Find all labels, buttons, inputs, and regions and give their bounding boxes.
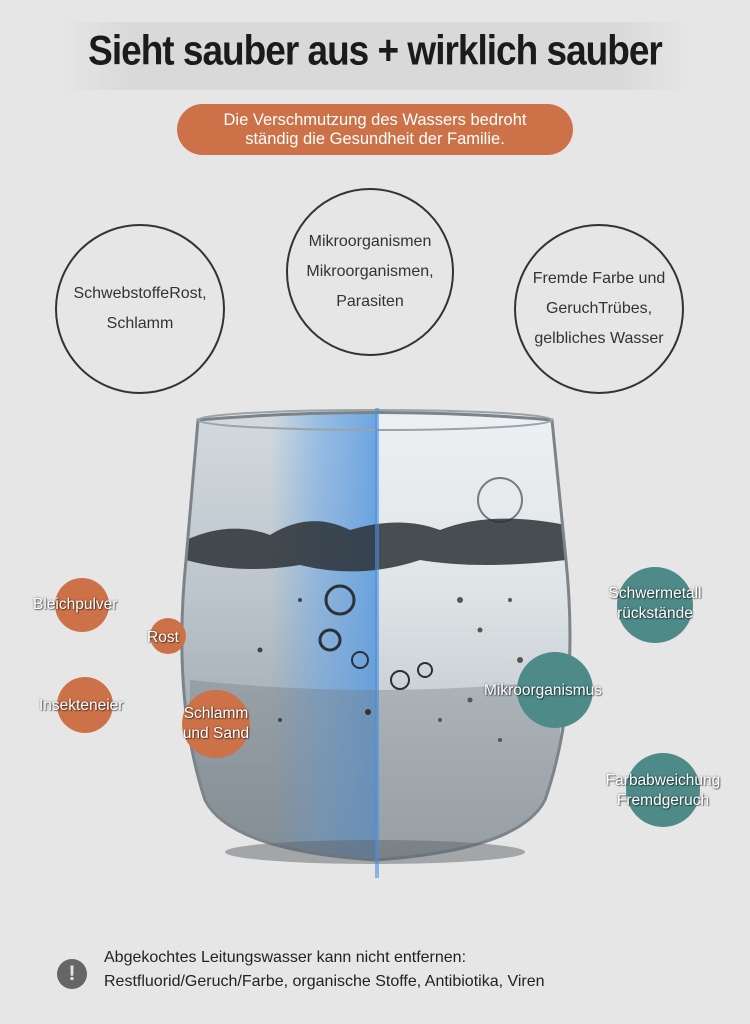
subtitle-line-1: Die Verschmutzung des Wassers bedroht [223, 110, 527, 129]
circle-text: Schlamm [106, 315, 174, 332]
dot-bleichpulver [55, 578, 109, 632]
label-schlamm-sand: Schlamm und Sand [176, 704, 256, 744]
label-text: Fremdgeruch [616, 792, 710, 809]
label-text: rückstände [617, 605, 693, 622]
circle-text: Mikroorganismen, [306, 263, 434, 280]
warning-line-1: Abgekochtes Leitungswasser kann nicht en… [104, 949, 467, 966]
exclamation-icon: ! [57, 959, 87, 989]
label-text: und Sand [182, 725, 250, 742]
label-insekteneier: Insekteneier [39, 696, 123, 716]
problem-circle-microorganisms: Mikroorganismen Mikroorganismen, Parasit… [286, 188, 454, 356]
page-title: Sieht sauber aus + wirklich sauber [88, 27, 663, 74]
circle-text: Parasiten [336, 293, 404, 310]
label-text: Insekteneier [39, 697, 124, 714]
problem-circle-color-odor: Fremde Farbe und GeruchTrübes, gelbliche… [514, 224, 684, 394]
warning-line-2: Restfluorid/Geruch/Farbe, organische Sto… [104, 973, 545, 990]
label-text: Rost [147, 629, 179, 646]
label-text: Schwermetall [608, 585, 702, 602]
subtitle-pill: Die Verschmutzung des Wassers bedroht st… [177, 104, 573, 155]
label-rost: Rost [147, 628, 179, 648]
circle-text: gelbliches Wasser [534, 330, 664, 347]
label-farbabweichung: Farbabweichung Fremdgeruch [593, 771, 733, 811]
label-bleichpulver: Bleichpulver [33, 595, 117, 615]
label-text: Bleichpulver [33, 596, 118, 613]
circle-text: GeruchTrübes, [545, 300, 653, 317]
problem-circle-sediment: SchwebstoffeRost, Schlamm [55, 224, 225, 394]
label-text: Schlamm [183, 705, 249, 722]
label-mikroorganismus: Mikroorganismus [484, 681, 602, 701]
title-banner [58, 22, 692, 90]
circle-text: Fremde Farbe und [532, 270, 666, 287]
label-text: Mikroorganismus [484, 682, 603, 699]
subtitle-line-2: ständig die Gesundheit der Familie. [245, 129, 505, 148]
label-text: Farbabweichung [605, 772, 721, 789]
dot-farbabweichung [626, 753, 700, 827]
dot-schwermetall [617, 567, 693, 643]
label-schwermetall: Schwermetall rückstände [603, 584, 707, 624]
dot-mikroorganismus [517, 652, 593, 728]
dot-schlamm-sand [182, 690, 250, 758]
dot-rost [150, 618, 186, 654]
circle-text: Mikroorganismen [308, 233, 432, 250]
warning-text: Abgekochtes Leitungswasser kann nicht en… [104, 946, 704, 994]
dot-insekteneier [57, 677, 113, 733]
circle-text: SchwebstoffeRost, [73, 285, 207, 302]
